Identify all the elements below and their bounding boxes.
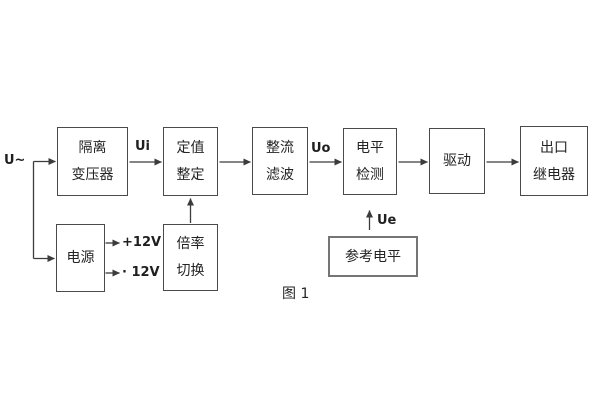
block-driver: 驱动 xyxy=(429,128,485,194)
block-power-supply-line1: 电源 xyxy=(66,250,95,266)
figure-caption: 图 1 xyxy=(282,286,310,302)
block-ratio-switch-line1: 倍率 xyxy=(176,236,205,252)
uo-signal-label: Uo xyxy=(311,141,331,156)
block-rectifier-filter-line1: 整流 xyxy=(266,139,294,156)
block-level-detector-line1: 电平 xyxy=(356,140,384,156)
block-setting-adjust-line1: 定值 xyxy=(176,140,205,156)
plus-12v-label: +12V xyxy=(122,235,162,250)
block-reference-level-line1: 参考电平 xyxy=(345,248,401,265)
block-level-detector-line2: 检测 xyxy=(356,167,384,183)
block-setting-adjust: 定值 整定 xyxy=(163,127,218,196)
ui-signal-label: Ui xyxy=(135,139,151,154)
block-reference-level: 参考电平 xyxy=(328,236,418,277)
block-setting-adjust-line2: 整定 xyxy=(176,167,205,183)
block-ratio-switch-line2: 切换 xyxy=(176,263,205,279)
block-output-relay-line1: 出口 xyxy=(540,139,568,156)
block-isolation-transformer-line1: 隔离 xyxy=(78,140,107,156)
block-rectifier-filter-line2: 滤波 xyxy=(266,166,294,183)
block-output-relay-line2: 继电器 xyxy=(533,166,575,183)
block-output-relay: 出口 继电器 xyxy=(520,126,588,196)
block-isolation-transformer-line2: 变压器 xyxy=(71,167,114,183)
block-power-supply: 电源 xyxy=(56,224,105,292)
block-level-detector: 电平 检测 xyxy=(343,128,397,195)
block-ratio-switch: 倍率 切换 xyxy=(163,224,218,291)
block-driver-line1: 驱动 xyxy=(443,153,471,169)
ue-signal-label: Ue xyxy=(377,213,397,228)
block-isolation-transformer: 隔离 变压器 xyxy=(57,127,128,196)
input-signal-label: U~ xyxy=(4,153,26,168)
minus-12v-label: · 12V xyxy=(122,265,160,280)
block-rectifier-filter: 整流 滤波 xyxy=(252,127,308,195)
